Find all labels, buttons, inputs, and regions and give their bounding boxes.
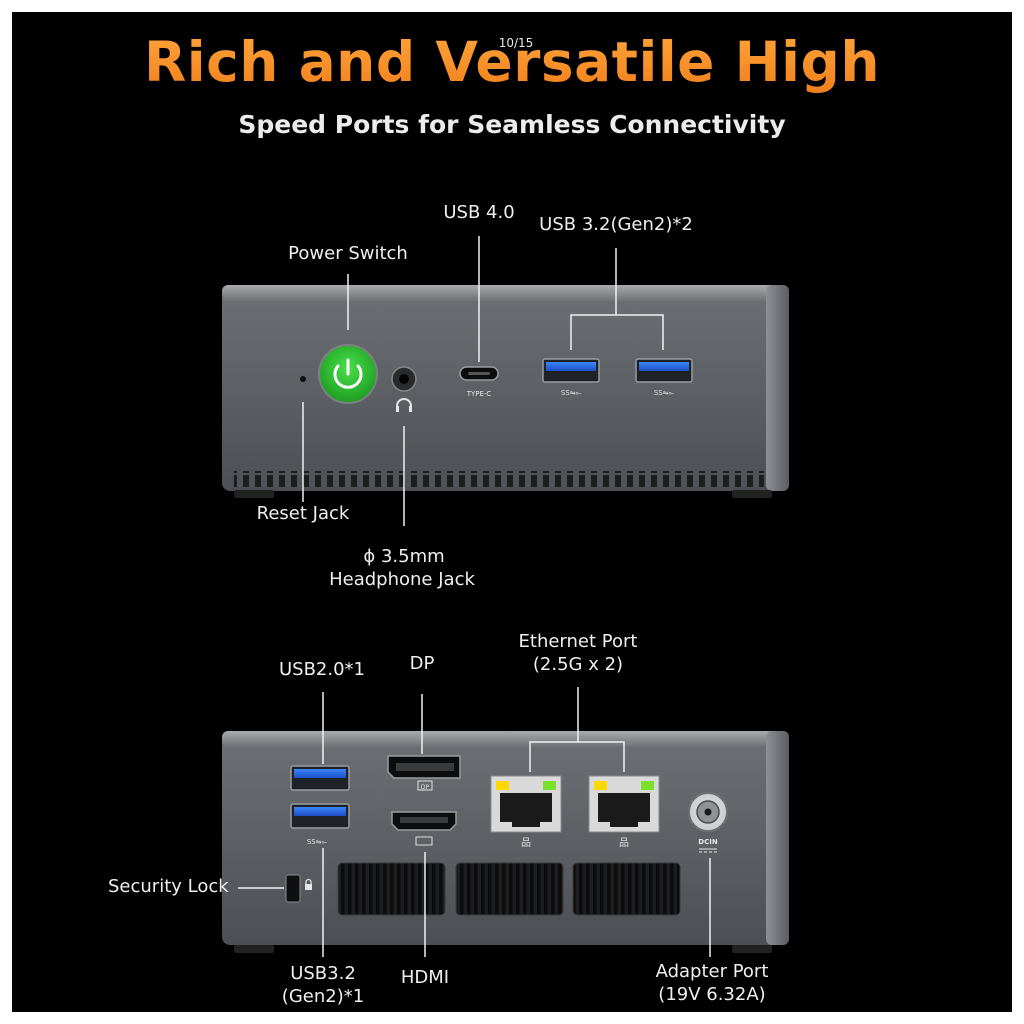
- displayport[interactable]: DP: [387, 755, 461, 791]
- lock-icon: [305, 884, 312, 890]
- label-headphone-jack: Headphone Jack: [329, 569, 475, 590]
- hdmi-icon: [415, 836, 433, 846]
- label-usb4: USB 4.0: [443, 202, 515, 223]
- power-icon: [333, 364, 363, 389]
- front-top-rim: [222, 285, 789, 301]
- front-case: [222, 285, 789, 491]
- rear-foot-left: [234, 945, 274, 953]
- security-lock-slot[interactable]: [285, 874, 312, 903]
- rear-vents: [337, 862, 681, 916]
- label-adapter-port: Adapter Port: [655, 961, 769, 982]
- rear-side-edge: [766, 731, 789, 945]
- label-ethernet-speed: (2.5G x 2): [532, 654, 624, 675]
- label-usb20: USB2.0*1: [278, 659, 366, 680]
- front-usb-a-port-1[interactable]: SS⇋⟜: [542, 358, 600, 397]
- ss-logo: SS⇋⟜: [654, 389, 675, 397]
- label-adapter-spec: (19V 6.32A): [658, 984, 766, 1005]
- dp-tag: DP: [421, 784, 430, 791]
- lan-icon: 品: [521, 837, 531, 849]
- front-callout-lines: [302, 236, 664, 526]
- dc-in-port[interactable]: DCIN: [688, 792, 728, 853]
- rear-foot-right: [732, 945, 772, 953]
- dcin-tag: DCIN: [698, 838, 718, 846]
- front-foot-right: [732, 490, 772, 498]
- typec-tag: TYPE-C: [466, 390, 492, 398]
- label-headphone-size: ϕ 3.5mm: [363, 546, 445, 567]
- front-side-edge: [766, 285, 789, 491]
- label-power-switch: Power Switch: [288, 243, 408, 264]
- hdmi-port[interactable]: [391, 811, 457, 846]
- front-bottom-vents: [234, 471, 764, 487]
- label-dp: DP: [409, 653, 435, 674]
- lan-led-green: [641, 781, 654, 790]
- lan-icon: 品: [619, 837, 629, 849]
- ethernet-port-2[interactable]: 品: [588, 775, 660, 849]
- ss-logo: SS⇋⟜: [561, 389, 582, 397]
- label-usb32-front: USB 3.2(Gen2)*2: [539, 214, 693, 235]
- label-reset-jack: Reset Jack: [256, 503, 350, 524]
- front-usb-a-port-2[interactable]: SS⇋⟜: [635, 358, 693, 397]
- rear-callout-lines: [238, 687, 711, 957]
- label-security-lock: Security Lock: [108, 876, 229, 897]
- ss-logo: SS⇋⟜: [307, 838, 328, 846]
- rear-panel: SS⇋⟜ DP 品 品: [222, 687, 789, 957]
- label-hdmi: HDMI: [400, 967, 450, 988]
- reset-hole[interactable]: [300, 376, 306, 382]
- rear-usb32-port[interactable]: SS⇋⟜: [290, 803, 350, 846]
- lan-led-yellow: [496, 781, 509, 790]
- label-usb32-rear: USB3.2: [290, 963, 356, 984]
- rear-top-rim: [222, 731, 789, 747]
- label-ethernet: Ethernet Port: [518, 631, 638, 652]
- usb-c-port[interactable]: TYPE-C: [459, 366, 499, 398]
- product-slide: { "page": { "title": "Rich and Versatile…: [12, 12, 1012, 1012]
- label-usb32-rear-gen: (Gen2)*1: [281, 986, 365, 1007]
- usb20-port[interactable]: [290, 765, 350, 791]
- page-subtitle: Speed Ports for Seamless Connectivity: [238, 110, 786, 139]
- front-panel: TYPE-C SS⇋⟜ SS⇋⟜: [222, 236, 789, 526]
- headphone-jack[interactable]: [391, 366, 417, 412]
- ethernet-port-1[interactable]: 品: [490, 775, 562, 849]
- page-counter: 10/15: [498, 36, 534, 50]
- power-button[interactable]: [318, 344, 378, 404]
- lan-led-yellow: [594, 781, 607, 790]
- headphone-icon: [396, 398, 412, 410]
- front-foot-left: [234, 490, 274, 498]
- lan-led-green: [543, 781, 556, 790]
- device-illustration: TYPE-C SS⇋⟜ SS⇋⟜: [222, 236, 789, 957]
- page-title: Rich and Versatile High: [12, 30, 1012, 94]
